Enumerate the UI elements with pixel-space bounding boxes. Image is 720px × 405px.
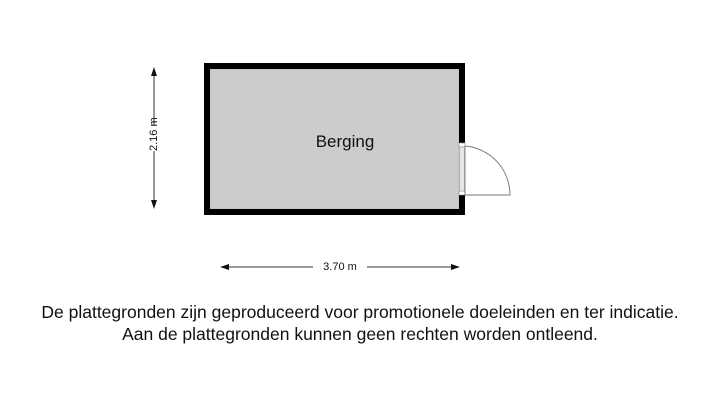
walls <box>204 63 465 215</box>
arrow-left-icon <box>220 264 229 270</box>
width-dimension-label: 3.70 m <box>314 259 366 275</box>
arrow-down-icon <box>151 200 157 209</box>
height-dimension-label: 2.16 m <box>144 117 164 151</box>
arrow-up-icon <box>151 67 157 76</box>
door <box>458 142 511 196</box>
disclaimer-line-2: Aan de plattegronden kunnen geen rechten… <box>122 324 598 344</box>
wall-right-upper <box>459 63 465 144</box>
disclaimer-line-1: De plattegronden zijn geproduceerd voor … <box>41 302 679 322</box>
door-jamb-top <box>458 142 466 148</box>
arrow-right-icon <box>451 264 460 270</box>
door-swing-arc <box>464 145 511 196</box>
wall-right-lower <box>459 194 465 215</box>
wall-bottom <box>204 209 465 215</box>
door-jamb-bottom <box>458 190 466 196</box>
dimension-width <box>220 264 460 270</box>
wall-left <box>204 63 210 215</box>
wall-top <box>204 63 465 69</box>
disclaimer: De plattegronden zijn geproduceerd voor … <box>0 301 720 345</box>
room-floor-berging <box>210 69 459 209</box>
room-label-berging: Berging <box>315 132 375 151</box>
door-threshold <box>459 146 465 192</box>
dimension-height <box>151 67 157 209</box>
